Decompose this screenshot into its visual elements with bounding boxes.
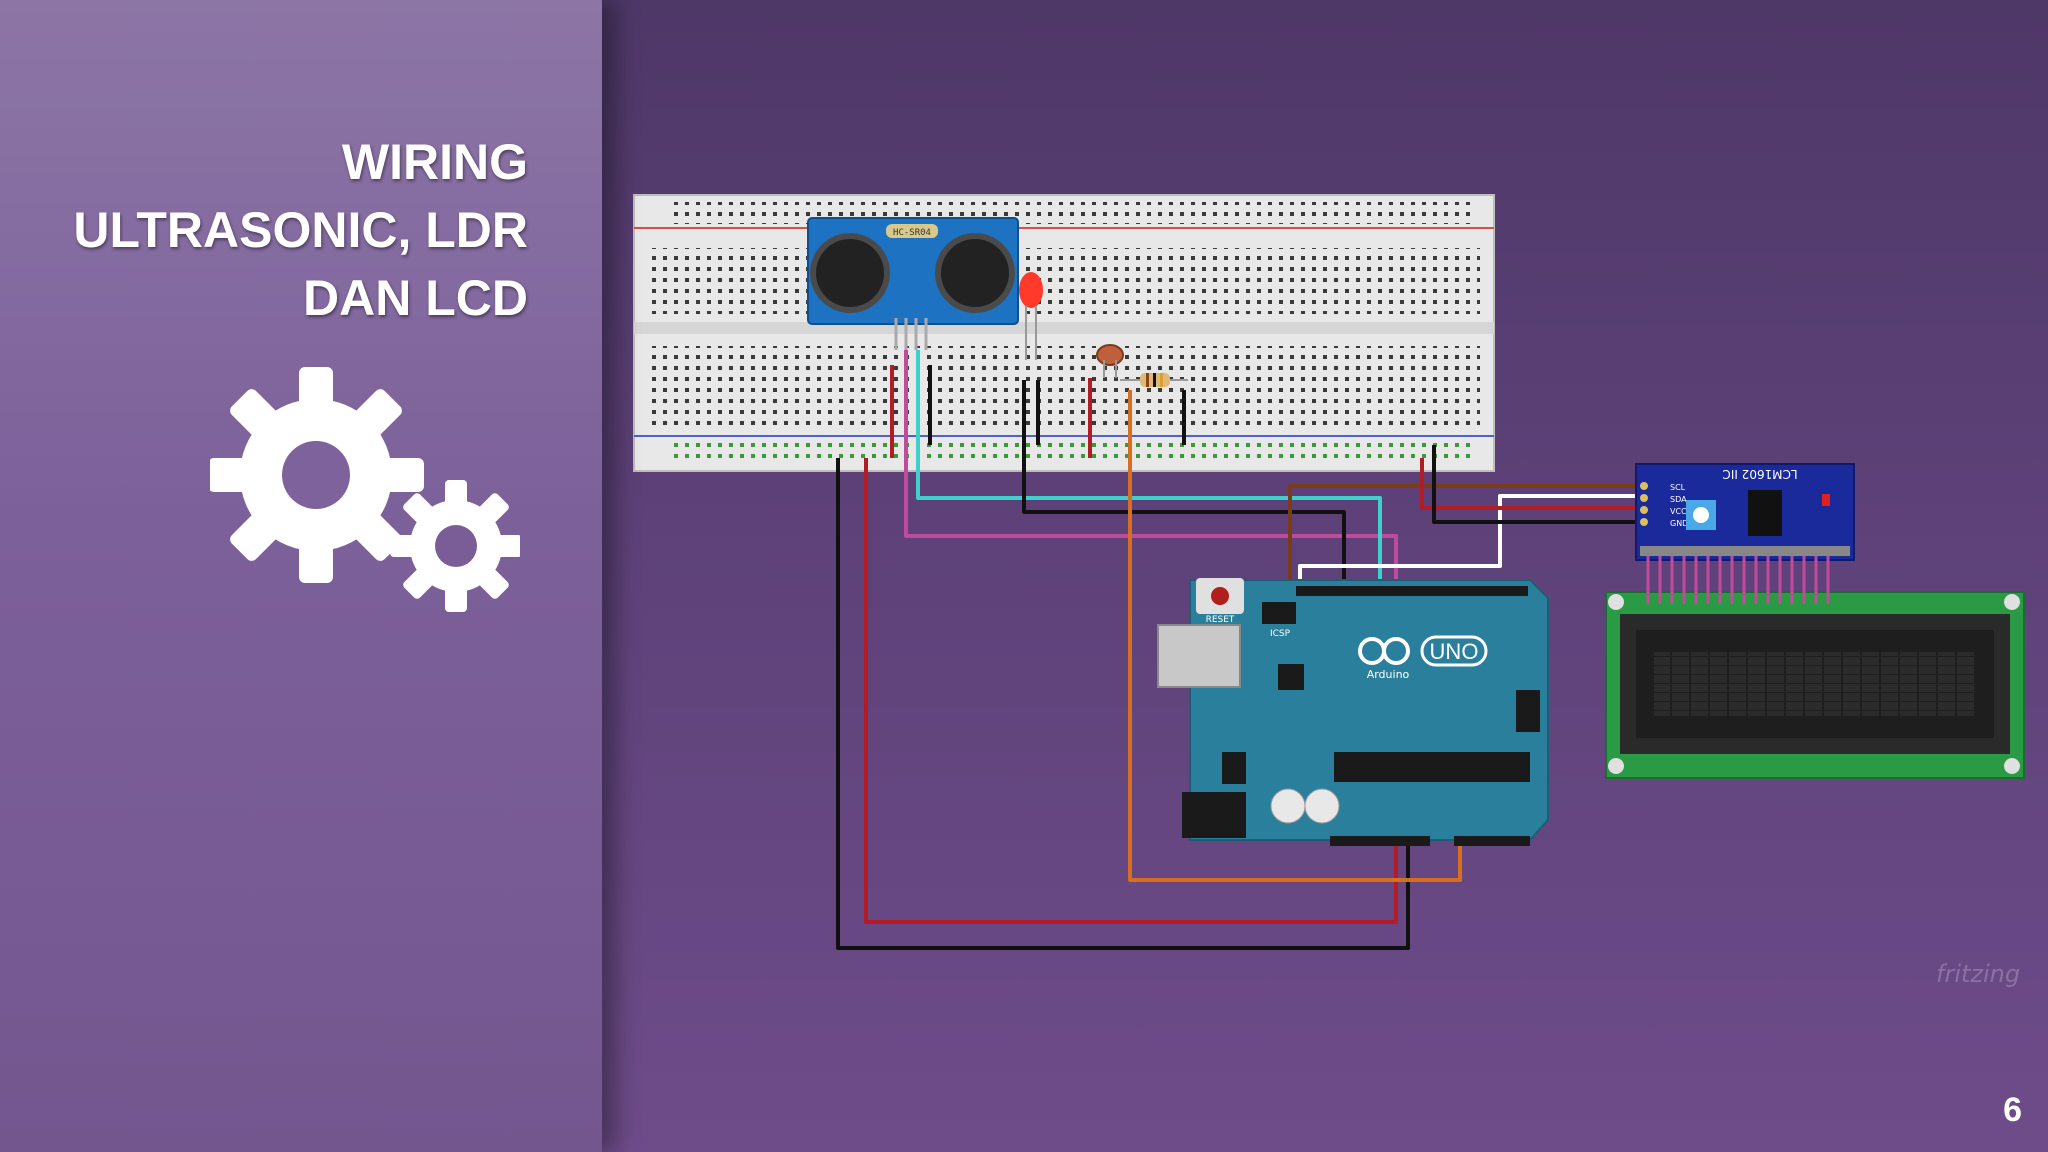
resistor <box>1120 373 1188 387</box>
i2c-pin-vcc: VCC <box>1670 507 1687 516</box>
reset-label: RESET <box>1206 615 1235 625</box>
wire-black-lcd-gnd <box>1432 445 1640 524</box>
page-number: 6 <box>2003 1091 2022 1129</box>
i2c-pin-scl: SCL <box>1670 483 1686 492</box>
wire-white-sda <box>1298 494 1640 588</box>
wires <box>836 350 1640 950</box>
fritzing-watermark: fritzing <box>1936 960 2021 988</box>
arduino-uno: RESET ICSP UNO Arduino <box>1157 578 1549 846</box>
arduino-logo: UNO Arduino <box>1358 635 1488 681</box>
wire-black-led <box>1022 380 1346 588</box>
uno-text: UNO <box>1430 639 1479 664</box>
sensor-label: HC-SR04 <box>893 228 931 238</box>
wire-pink-trig <box>904 350 1398 588</box>
ultrasonic-sensor: HC-SR04 <box>807 217 1019 350</box>
lcd-16x2 <box>1605 556 2025 779</box>
wire-black-gnd-main <box>836 458 1410 950</box>
small-gear <box>390 480 520 612</box>
title-line-2: ULTRASONIC, LDR <box>73 202 528 258</box>
breadboard <box>633 194 1495 472</box>
arduino-brand-text: Arduino <box>1367 668 1410 681</box>
i2c-pin-gnd: GND <box>1670 519 1688 528</box>
icsp-label: ICSP <box>1270 629 1291 639</box>
wire-red-lcd-vcc <box>1420 458 1640 510</box>
i2c-title: LCM1602 IIC <box>1722 467 1797 481</box>
i2c-lcd-adapter: LCM1602 IIC SCL SDA VCC GND <box>1635 463 1855 561</box>
title-line-1: WIRING <box>341 134 528 190</box>
wire-brown-scl <box>1288 484 1640 588</box>
gears-icon <box>210 367 520 612</box>
i2c-pin-sda: SDA <box>1670 495 1687 504</box>
ldr <box>1096 344 1124 378</box>
large-gear <box>210 367 424 583</box>
title-line-3: DAN LCD <box>303 270 528 326</box>
wire-orange-ldr <box>1128 390 1462 882</box>
wire-cyan-echo <box>916 350 1382 588</box>
slide-title: WIRING ULTRASONIC, LDR DAN LCD <box>73 128 528 332</box>
red-led <box>1019 272 1043 360</box>
left-panel: WIRING ULTRASONIC, LDR DAN LCD <box>0 0 602 1152</box>
